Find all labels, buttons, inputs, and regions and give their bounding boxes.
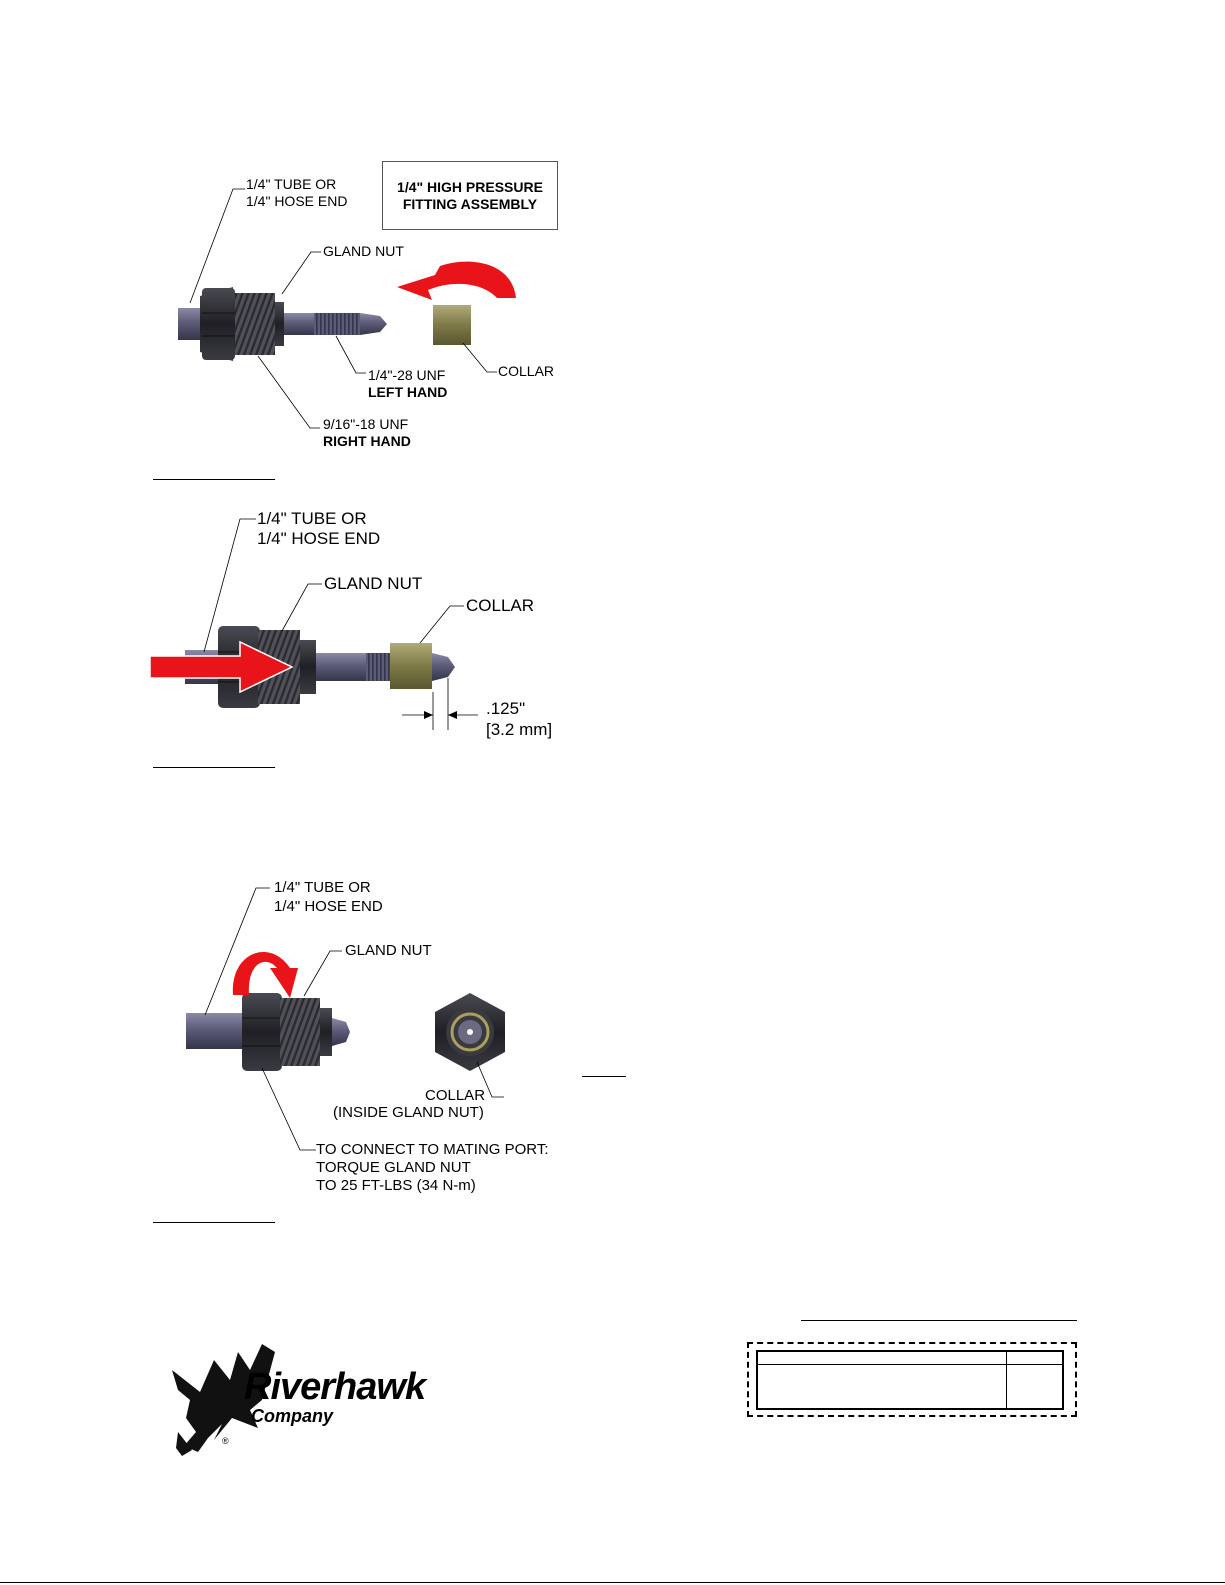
fig1-tube-label-1: 1/4" TUBE OR xyxy=(246,176,337,192)
fig1-thread-large-spec: 9/16"-18 UNF xyxy=(323,416,409,432)
figure-2-drawing xyxy=(149,518,478,730)
registered-mark: ® xyxy=(222,1436,229,1446)
fig1-title-box: 1/4" HIGH PRESSURE FITTING ASSEMBLY xyxy=(382,161,558,230)
fig1-thread-small-spec: 1/4"-28 UNF xyxy=(368,367,446,383)
fig1-gland-nut-label: GLAND NUT xyxy=(323,243,404,259)
logo-name: Riverhawk xyxy=(244,1366,426,1408)
rotation-arrow-icon xyxy=(397,261,516,300)
fig2-gland-nut-label: GLAND NUT xyxy=(324,574,423,593)
fig3-tube-label-1: 1/4" TUBE OR xyxy=(274,879,371,896)
page-bottom-rule xyxy=(0,1582,1225,1583)
fig3-tube-label-2: 1/4" HOSE END xyxy=(274,898,383,915)
fig2-dimension-mm: [3.2 mm] xyxy=(486,720,553,739)
rotation-arrow-icon xyxy=(232,952,298,998)
note-underline xyxy=(582,1076,626,1077)
fig3-collar-location: (INSIDE GLAND NUT) xyxy=(333,1104,484,1121)
fig2-tube-label-1: 1/4" TUBE OR xyxy=(257,509,367,528)
fig1-collar-label: COLLAR xyxy=(498,363,555,379)
document-number-divider xyxy=(758,1364,1062,1365)
fig2-dimension-inch: .125" xyxy=(486,699,526,718)
fig2-collar-label: COLLAR xyxy=(466,596,535,615)
fig3-torque-line-1: TO CONNECT TO MATING PORT: xyxy=(316,1141,549,1158)
signature-line xyxy=(801,1320,1077,1321)
fig3-collar-label: COLLAR xyxy=(425,1087,486,1104)
fig3-torque-line-2: TORQUE GLAND NUT xyxy=(316,1159,471,1176)
fig3-gland-nut-label: GLAND NUT xyxy=(345,942,432,959)
figure-1-drawing xyxy=(178,188,516,429)
fig3-caption-underline xyxy=(153,1222,275,1223)
fig1-thread-small-hand: LEFT HAND xyxy=(368,384,448,400)
fig1-tube-label-2: 1/4" HOSE END xyxy=(246,193,348,209)
document-number-box xyxy=(756,1350,1064,1410)
revision-divider xyxy=(1006,1352,1007,1408)
figure-3-drawing xyxy=(186,887,505,1151)
push-arrow-icon xyxy=(149,640,294,694)
document-number-frame xyxy=(747,1342,1077,1417)
fig1-title-line-1: 1/4" HIGH PRESSURE xyxy=(397,178,543,195)
fig1-thread-large-hand: RIGHT HAND xyxy=(323,433,411,449)
logo-sub: Company xyxy=(251,1406,334,1426)
eagle-logo-icon xyxy=(172,1344,275,1456)
fig1-title-line-2: FITTING ASSEMBLY xyxy=(402,195,538,212)
fig1-caption-underline xyxy=(153,479,275,480)
fig3-torque-line-3: TO 25 FT-LBS (34 N-m) xyxy=(316,1177,476,1194)
fig2-caption-underline xyxy=(153,767,275,768)
fig2-tube-label-2: 1/4" HOSE END xyxy=(257,529,381,548)
